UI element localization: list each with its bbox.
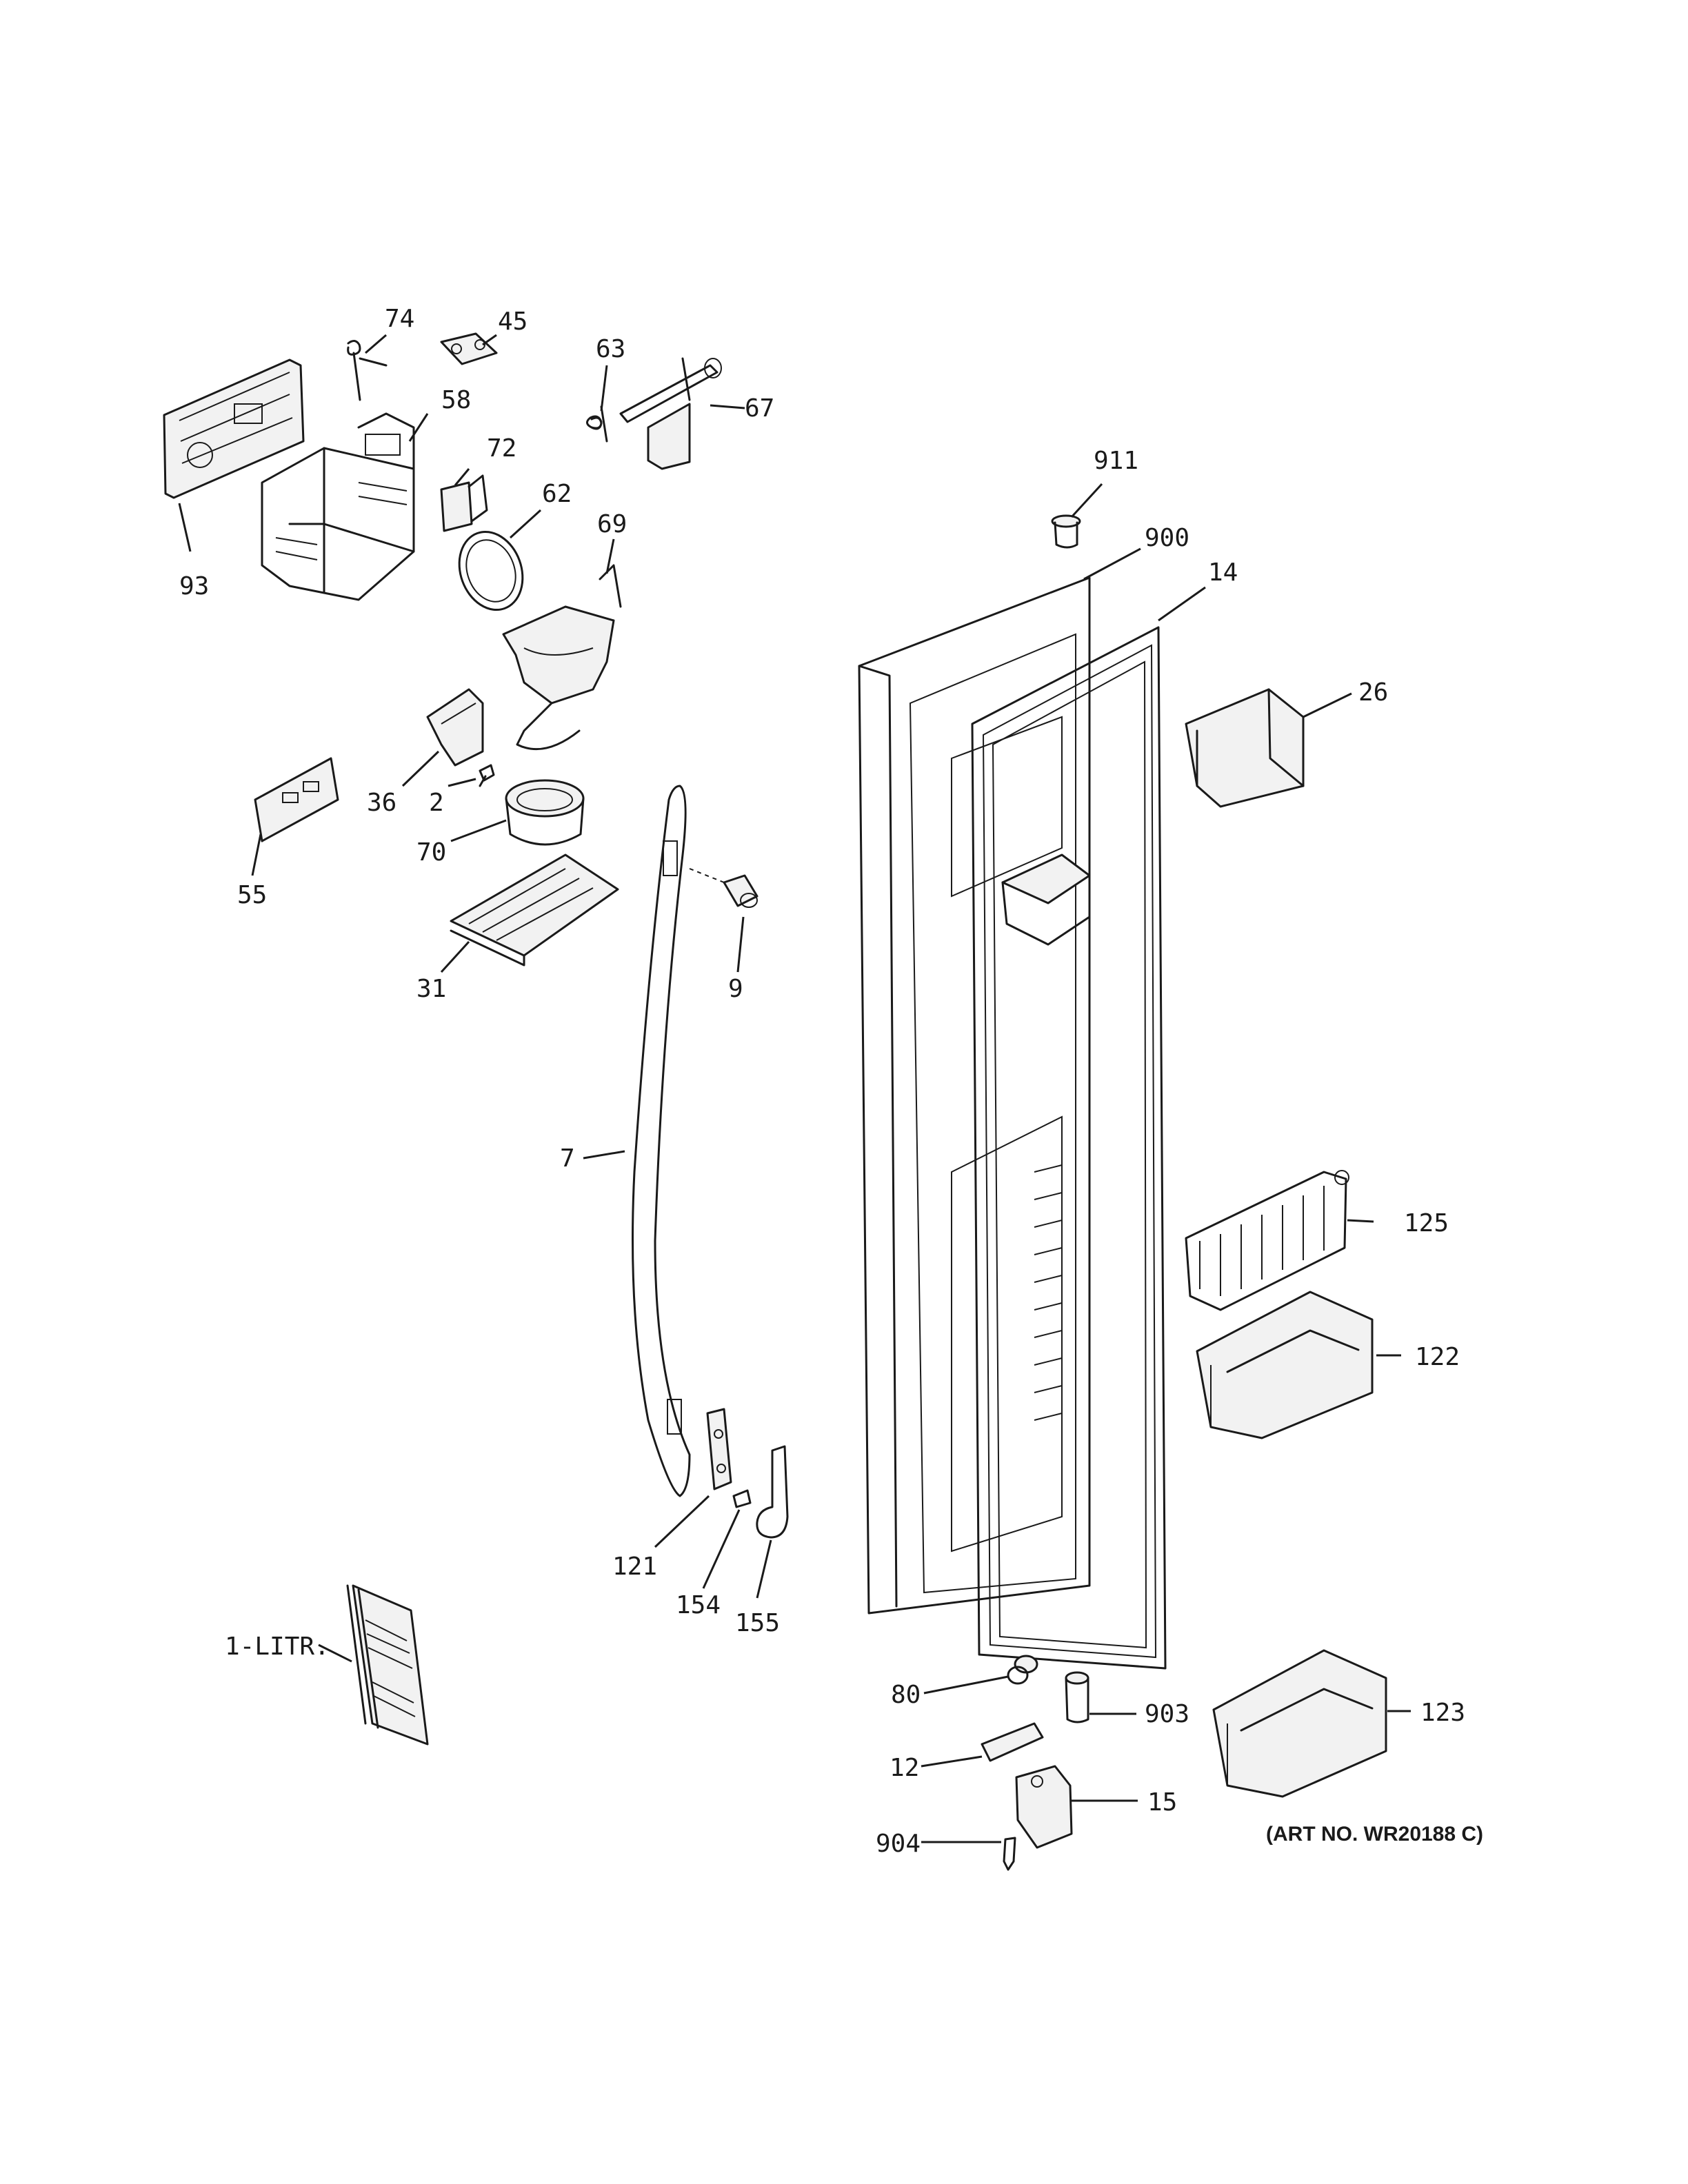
part-911-cap [1051,514,1081,549]
part-9-plug [689,868,758,908]
part-15-hinge-block [1015,1765,1073,1849]
callout-15: 15 [1147,1788,1177,1817]
callout-155: 155 [735,1609,780,1637]
part-45-bracket [440,332,498,365]
part-7-door-handle [632,785,691,1497]
callout-911: 911 [1094,447,1138,475]
part-69-ice-chute [502,564,622,751]
callout-55: 55 [237,881,267,909]
part-26-door-bin [1185,688,1305,808]
part-12-hinge-plate [981,1722,1044,1762]
callout-45: 45 [498,307,528,336]
callout-123: 123 [1420,1699,1465,1727]
callout-93: 93 [179,572,209,600]
part-55-circuit-board [254,757,339,842]
callout-31: 31 [416,975,446,1003]
part-31-drip-tray [450,853,619,967]
callout-903: 903 [1145,1700,1189,1728]
door-shelf-ribs [1034,1164,1063,1421]
part-900-door-frame [858,576,1091,1615]
callout-26: 26 [1358,678,1388,707]
callout-125: 125 [1404,1209,1449,1237]
callout-62: 62 [542,480,572,508]
art-number: (ART NO. WR20188 C) [1266,1823,1483,1846]
callout-2: 2 [429,789,444,817]
part-904-screw [1003,1837,1016,1871]
callout-121: 121 [612,1553,657,1581]
callout-63: 63 [596,335,625,363]
callout-14: 14 [1208,558,1238,587]
callout-904: 904 [876,1830,921,1858]
callout-70: 70 [416,838,446,867]
part-903-hinge-pin [1065,1671,1089,1723]
part-74-spring [347,340,388,401]
part-58-dispenser-housing [261,412,415,601]
part-93-dispenser-control-board [163,358,305,499]
part-72-switch [440,474,488,532]
callout-72: 72 [487,434,516,463]
callout-122: 122 [1415,1343,1460,1371]
callout-74: 74 [385,305,414,333]
part-80-bushing [1007,1655,1038,1685]
callout-9: 9 [728,975,743,1003]
part-154-screw [732,1489,752,1508]
part-121-bracket [706,1408,732,1490]
callout-7: 7 [560,1144,575,1173]
part-14-door-gasket [971,626,1167,1670]
callout-154: 154 [676,1591,721,1619]
callout-1-litr: 1-LITR. [225,1632,330,1661]
part-1-litr-literature [346,1584,429,1746]
part-125-wire-rack [1185,1170,1349,1311]
callout-36: 36 [367,789,396,817]
part-122-shelf-bin [1196,1291,1374,1439]
part-67-hinge-bracket [619,357,722,470]
callout-69: 69 [597,510,627,538]
callout-12: 12 [890,1754,919,1782]
part-155-link [756,1445,789,1539]
door-dispenser-cradle [1001,853,1091,946]
part-63-spring [586,405,608,443]
part-70-coupler [505,779,585,846]
part-2-screw [479,764,495,787]
callout-67: 67 [745,394,774,423]
callout-80: 80 [891,1681,921,1709]
callout-900: 900 [1145,524,1189,552]
part-36-bracket [426,688,484,767]
part-123-shelf-bin [1212,1649,1387,1798]
callout-labels: 74 45 63 67 58 72 93 62 69 911 900 14 26… [179,305,1483,1858]
part-62-ring [458,530,524,611]
callout-58: 58 [441,386,471,414]
leader-lines [178,334,1411,1843]
